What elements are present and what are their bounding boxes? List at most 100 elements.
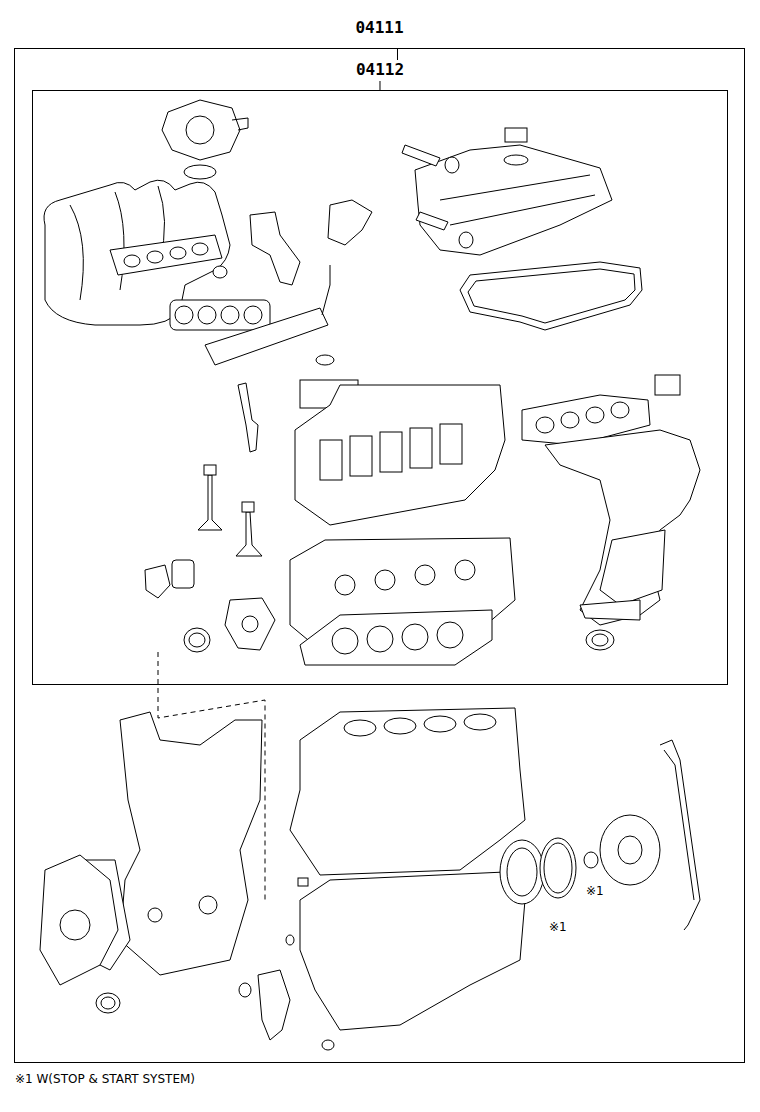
leader-line: [379, 81, 380, 90]
rear-seals-part: [618, 836, 642, 864]
water-pump-part: [40, 855, 118, 985]
small-parts-part: [225, 598, 275, 650]
cylinder-head-part: [335, 575, 355, 595]
oil-pan-part: [286, 935, 294, 945]
rear-seals-part: [584, 852, 598, 868]
head-gasket-part: [332, 628, 358, 654]
kit-boundary: 0411104112: [14, 48, 745, 1063]
valve-cover-part: [402, 145, 440, 166]
valves-part: [204, 465, 216, 475]
intake-gasket-part: [221, 306, 239, 324]
camshaft-housing-part: [295, 385, 505, 525]
valves-part: [236, 512, 262, 556]
valve-cover-part: [445, 157, 459, 173]
valve-cover: [402, 128, 612, 255]
intake-gasket-part: [198, 306, 216, 324]
throttle-body-part: [162, 100, 240, 160]
exhaust-manifold: [545, 430, 700, 650]
cylinder-block-part: [290, 708, 525, 875]
intake-manifold-part: [192, 243, 208, 255]
intake-gasket-part: [175, 306, 193, 324]
fuel-rail-part: [205, 308, 328, 365]
exhaust-gasket-part: [586, 407, 604, 423]
note-mark: ※1: [585, 884, 605, 898]
exhaust-manifold-part: [592, 634, 608, 646]
throttle-body: [162, 100, 248, 179]
valve-cover-part: [416, 212, 448, 230]
camshaft-housing: [295, 380, 505, 525]
intake-manifold-part: [70, 186, 165, 300]
timing-cover-part: [199, 896, 217, 914]
timing-cover: [120, 712, 262, 975]
oil-pan-part: [258, 970, 290, 1040]
fuel-rail-part: [316, 355, 334, 365]
rear-seals-part: [500, 840, 544, 904]
timing-cover-part: [148, 908, 162, 922]
valves-part: [242, 502, 254, 512]
dipstick-part: [660, 740, 700, 930]
note-mark: ※1: [548, 920, 568, 934]
exhaust-gasket-part: [536, 417, 554, 433]
rear-seals-part: [544, 843, 572, 893]
oil-pan-part: [322, 1040, 334, 1050]
timing-cover-part: [120, 712, 262, 975]
exhaust-gasket-part: [561, 412, 579, 428]
dipstick: [660, 740, 700, 930]
exhaust-manifold-part: [586, 630, 614, 650]
water-pump-part: [60, 910, 90, 940]
cylinder-head-part: [375, 570, 395, 590]
rear-seals-part: [600, 815, 660, 885]
water-pump-part: [101, 997, 115, 1009]
small-parts-part: [145, 565, 170, 598]
intake-manifold-part: [124, 255, 140, 267]
exhaust-gasket-part: [611, 402, 629, 418]
cylinder-head-part: [415, 565, 435, 585]
rear-seals: [500, 815, 660, 904]
oil-pan-part: [239, 983, 251, 997]
kit-number: 04111: [353, 18, 405, 37]
small-parts-part: [184, 628, 210, 652]
camshaft-housing-part: [320, 440, 342, 480]
exhaust-gasket-part: [655, 375, 680, 395]
throttle-body-part: [184, 165, 216, 179]
rear-seals-part: [507, 848, 537, 896]
kit-boundary: 04112: [32, 90, 728, 685]
brackets-part: [328, 200, 372, 245]
exhaust-manifold-part: [545, 430, 700, 625]
camshaft-housing-part: [350, 436, 372, 476]
fuel-rail-part: [322, 265, 330, 315]
exhaust-manifold-part: [580, 600, 640, 620]
camshaft-housing-part: [440, 424, 462, 464]
intake-manifold-part: [213, 266, 227, 278]
valve-cover-gasket: [460, 262, 642, 330]
cylinder-block-part: [298, 878, 308, 886]
brackets: [250, 200, 372, 285]
cylinder-head-part: [455, 560, 475, 580]
water-pump-part: [96, 993, 120, 1013]
valve-cover-gasket-part: [468, 269, 635, 323]
intake-gasket: [170, 300, 270, 330]
dipstick-part: [664, 750, 694, 900]
head-gasket: [300, 610, 492, 665]
fuel-rail-part: [238, 383, 258, 452]
intake-manifold-part: [110, 235, 222, 275]
water-pump: [40, 855, 130, 1013]
oil-pan-part: [300, 872, 525, 1030]
cylinder-block: [290, 708, 525, 886]
kit-number: 04112: [354, 60, 406, 79]
head-gasket-part: [402, 624, 428, 650]
cylinder-block-part: [424, 716, 456, 732]
valves-part: [198, 475, 222, 530]
throttle-body-part: [186, 116, 214, 144]
valve-cover-part: [505, 128, 527, 142]
cylinder-block-part: [384, 718, 416, 734]
intake-manifold-part: [147, 251, 163, 263]
throttle-body-part: [232, 118, 248, 130]
exhaust-manifold-part: [600, 530, 665, 605]
valve-cover-part: [459, 232, 473, 248]
small-parts-part: [242, 616, 258, 632]
valves: [198, 465, 262, 556]
rear-seals-part: [540, 838, 576, 898]
cylinder-block-part: [464, 714, 496, 730]
